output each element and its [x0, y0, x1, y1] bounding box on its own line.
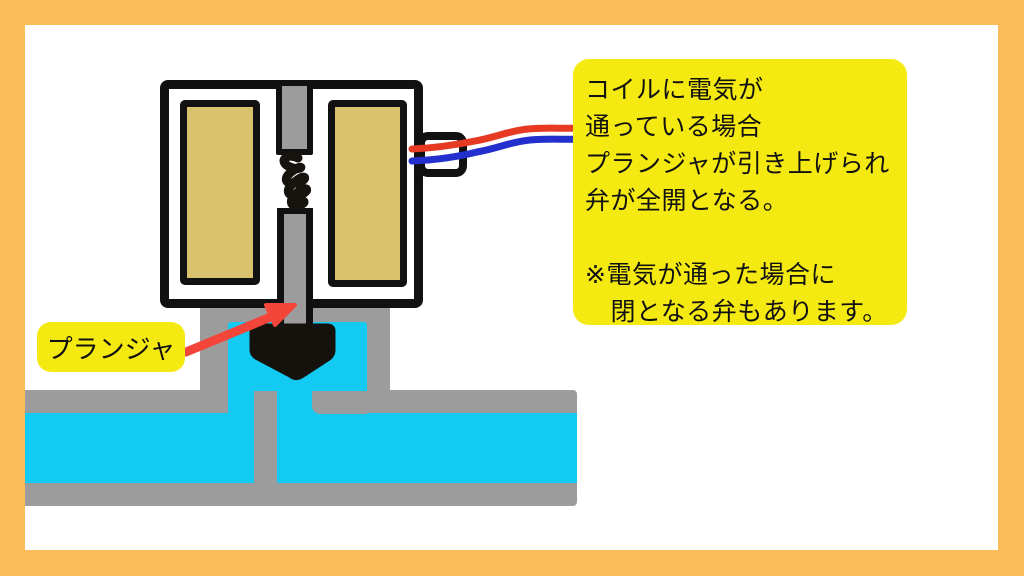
coil-left [180, 100, 260, 285]
plunger-label-text: プランジャ [46, 333, 176, 364]
valve-body-notch [312, 391, 367, 414]
note-line: ※電気が通った場合に [585, 261, 836, 289]
note-line: 閉となる弁もあります。 [585, 298, 888, 326]
fixed-core [276, 82, 313, 155]
note-line: 通っている場合 [585, 113, 763, 141]
plunger-rod [277, 208, 313, 330]
inlet-channel-water [228, 405, 254, 415]
plunger-label: プランジャ [37, 322, 185, 372]
note-box: コイルに電気が 通っている場合 プランジャが引き上げられ 弁が全開となる。 ※電… [573, 59, 907, 326]
note-line: コイルに電気が [585, 76, 764, 104]
note-line: 弁が全開となる。 [585, 187, 789, 215]
outlet-channel-water [277, 405, 312, 415]
note-line: プランジャが引き上げられ [585, 150, 890, 178]
pipe-water [25, 413, 577, 483]
coil-right [328, 100, 407, 287]
note-line [585, 220, 897, 257]
valve-seat-divider [254, 391, 277, 483]
